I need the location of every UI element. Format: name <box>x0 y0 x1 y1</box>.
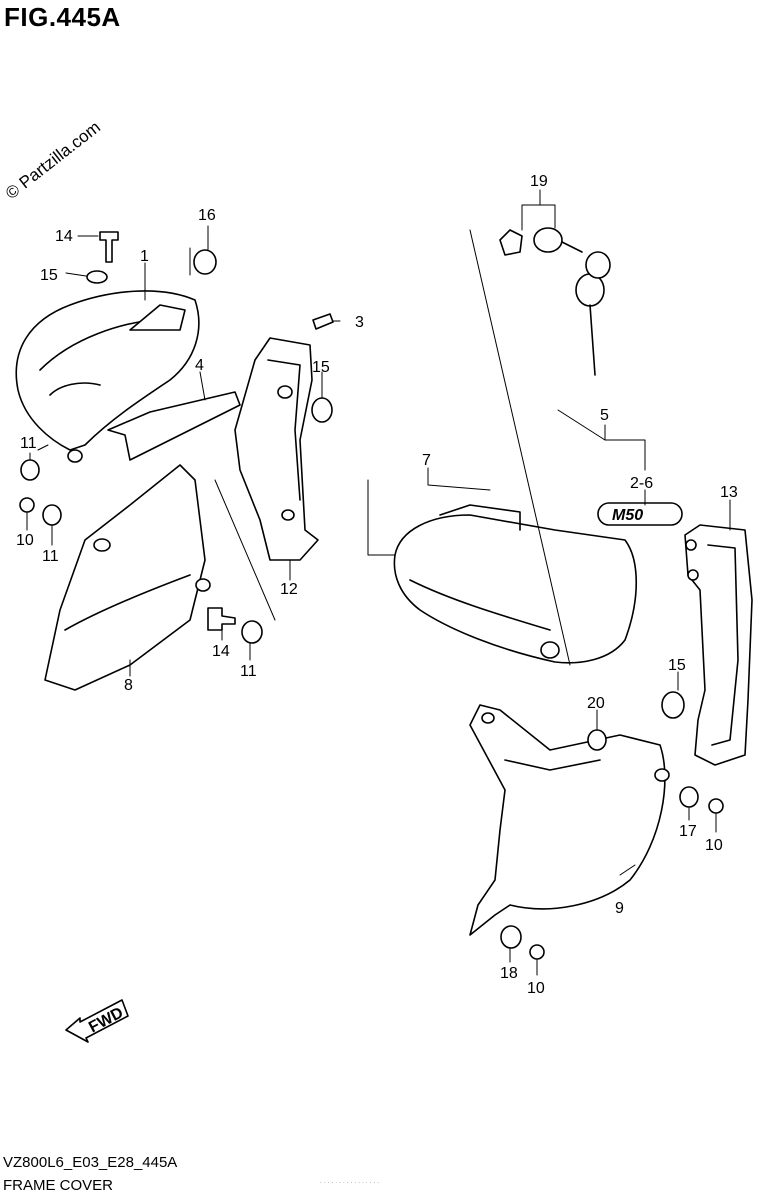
part-14-bolt-b <box>207 607 236 631</box>
part-10-bolt-c <box>529 944 545 960</box>
part-15-cushion-c <box>661 691 685 719</box>
part-11-cushion-b <box>42 504 62 526</box>
callout-10a: 10 <box>16 532 34 549</box>
callout-12: 12 <box>280 581 298 598</box>
callout-15b: 15 <box>312 359 330 376</box>
emblem-text: M50 <box>612 507 643 524</box>
part-13-bracket[interactable] <box>684 524 753 766</box>
callout-10b: 10 <box>705 837 723 854</box>
part-15-cushion-b <box>311 397 333 423</box>
callout-19: 19 <box>530 173 548 190</box>
fwd-arrow-icon <box>65 999 129 1043</box>
diagram-code: VZ800L6_E03_E28_445A <box>3 1154 178 1171</box>
callout-2-6: 2-6 <box>630 475 653 492</box>
callout-20: 20 <box>587 695 605 712</box>
part-10-bolt-b <box>708 798 724 814</box>
callout-11a: 11 <box>20 435 37 452</box>
callout-11b: 11 <box>42 548 59 565</box>
part-2-6-emblem[interactable] <box>597 502 683 526</box>
callout-15c: 15 <box>668 657 686 674</box>
callout-18: 18 <box>500 965 518 982</box>
part-9-lower-cover[interactable] <box>469 704 670 936</box>
part-3-collar <box>312 313 334 330</box>
part-7-side-cover[interactable] <box>393 504 637 664</box>
callout-15a: 15 <box>40 267 58 284</box>
part-10-bolt-a <box>19 497 35 513</box>
part-12-bracket[interactable] <box>234 337 319 561</box>
callout-labels: 1 2-6 3 4 5 7 8 9 10 10 10 11 11 11 12 1… <box>16 173 738 1036</box>
diagram-name: FRAME COVER <box>3 1177 114 1194</box>
callout-16: 16 <box>198 207 216 224</box>
callout-8: 8 <box>124 677 133 694</box>
callout-9: 9 <box>615 900 624 917</box>
part-17-cushion <box>679 786 699 808</box>
part-15-cushion-a <box>86 270 108 284</box>
part-1-front-cover[interactable] <box>15 290 200 463</box>
callout-4: 4 <box>195 357 204 374</box>
hardware <box>19 231 724 960</box>
callout-14a: 14 <box>55 228 73 245</box>
callout-1: 1 <box>140 248 149 265</box>
callout-3: 3 <box>355 314 364 331</box>
part-11-cushion-c <box>241 620 263 644</box>
callout-7: 7 <box>422 452 431 469</box>
callout-14b: 14 <box>212 643 230 660</box>
part-18-cushion <box>500 925 522 949</box>
part-16-cushion <box>193 249 217 275</box>
callout-11c: 11 <box>240 663 257 680</box>
part-11-cushion-a <box>20 459 40 481</box>
part-14-bolt-a <box>99 231 119 263</box>
figure-title: FIG.445A <box>4 2 121 32</box>
part-4-plate[interactable] <box>107 391 241 461</box>
part-20-cushion <box>587 729 607 751</box>
callout-13: 13 <box>720 484 738 501</box>
part-8-side-cover[interactable] <box>44 464 211 691</box>
callout-5: 5 <box>600 407 609 424</box>
callout-10c: 10 <box>527 980 545 997</box>
faint-note: · · · · · · · · · · · · · · · · <box>320 1180 380 1187</box>
callout-17: 17 <box>679 823 697 840</box>
part-19-lock-set[interactable] <box>499 227 611 376</box>
leader-lines <box>26 189 731 976</box>
